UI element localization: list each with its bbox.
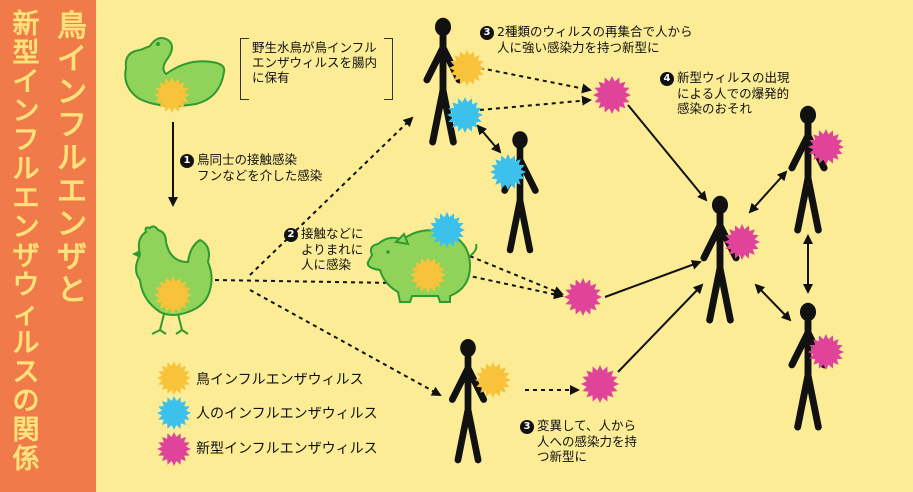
step2-line1: 接触などに [301, 226, 364, 241]
new-virus-icon [593, 76, 631, 114]
new-virus-icon [808, 334, 844, 370]
dotted-chicken-to-person-top [249, 116, 414, 276]
wild-bird-note-line2: エンザウィルスを腸内 [252, 55, 378, 70]
new-virus-icon [724, 224, 760, 260]
bird-virus-icon [449, 50, 485, 86]
human-virus-icon [447, 97, 483, 133]
arrow-person-top-to-person-mid [476, 124, 502, 154]
chicken [132, 225, 213, 335]
step3b-line3: つ新型に [537, 449, 588, 464]
dotted-pig-to-new-virus [464, 274, 564, 300]
arrow-top-new-virus-to-center [627, 104, 708, 202]
step1-line1: 鳥同士の接触感染 [197, 152, 298, 167]
wild-bird-note-line3: に保有 [252, 70, 290, 85]
bird-virus-icon [475, 362, 511, 398]
wild-bird-note-line1: 野生水鳥が鳥インフル [252, 40, 377, 55]
title-line-2: 新型インフルエンザウィルスの関係 [12, 9, 40, 475]
legend-item-new-virus: 新型インフルエンザウィルス [196, 441, 378, 457]
step4-line3: 感染のおそれ [677, 101, 753, 116]
step4-line1: 新型ウィルスの出現 [677, 70, 790, 85]
step1-line2: フンなどを介した感染 [197, 168, 323, 183]
title-line-1: 鳥インフルエンザと [57, 9, 87, 308]
step4-number-badge: 4 [660, 72, 674, 86]
step3a-line2: 人に強い感染力を持つ新型に [497, 40, 660, 55]
new-virus-icon [564, 278, 602, 316]
human-virus-icon [490, 154, 526, 190]
step2-number-badge: 2 [284, 228, 298, 242]
title-sidebar: 鳥インフルエンザと 新型インフルエンザウィルスの関係 [0, 0, 96, 492]
step2-line2: よりまれに [301, 242, 364, 257]
diagram-panel [96, 0, 913, 492]
person-right-top [788, 105, 828, 234]
bracket-left [240, 38, 249, 100]
bracket-right [384, 38, 393, 100]
arrow-center-to-right-bottom [754, 283, 792, 322]
step2-line3: 人に感染 [301, 257, 352, 272]
dotted-pig2-to-new-virus [454, 249, 564, 296]
new-virus-icon [157, 432, 191, 466]
step3a-line1: 2種類のウィルスの再集合で人から [497, 24, 693, 39]
bird-virus-icon [154, 77, 190, 113]
step3b-line2: 人への感染力を持 [537, 434, 638, 449]
arrow-mid-new-virus-to-center [604, 260, 702, 298]
dotted-chicken-to-pig [214, 279, 396, 284]
step4-line2: による人での爆発的 [677, 86, 790, 101]
wild-bird-note: 野生水鳥が鳥インフル エンザウィルスを腸内 に保有 [252, 40, 377, 85]
person-top [423, 17, 463, 146]
human-virus-icon [157, 396, 191, 430]
person-center [700, 195, 740, 324]
human-virus-icon [429, 212, 465, 248]
new-virus-icon [808, 129, 844, 165]
bird-virus-icon [410, 257, 446, 293]
step3b-line1: 変異して、人から [537, 418, 637, 433]
new-virus-icon [581, 365, 619, 403]
step3a-number-badge: 3 [480, 26, 494, 40]
bird-virus-icon [154, 276, 192, 314]
bird-virus-icon [157, 361, 191, 395]
step1-number-badge: 1 [180, 154, 194, 168]
legend-item-human-virus: 人のインフルエンザウィルス [196, 406, 378, 422]
dotted-person-top-to-new-virus [479, 67, 592, 94]
arrow-center-to-right-top [748, 170, 788, 214]
person-bottom [448, 339, 488, 464]
dotted-human-virus-to-new-virus [479, 95, 592, 111]
legend-item-bird-virus: 鳥インフルエンザウィルス [196, 372, 364, 388]
person-middle [501, 131, 539, 254]
arrow-bottom-new-virus-to-center [617, 283, 704, 373]
step3b-number-badge: 3 [520, 420, 534, 434]
